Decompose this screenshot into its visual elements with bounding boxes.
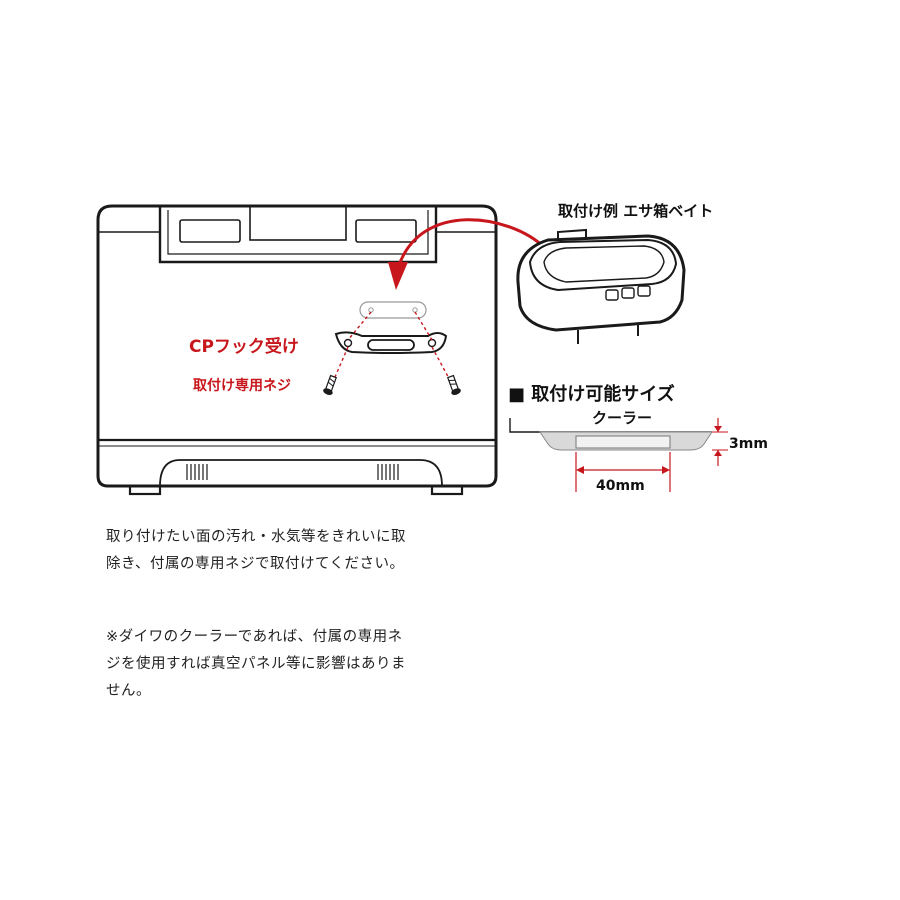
cooler-label: クーラー (592, 409, 653, 427)
caution-paragraph: ※ダイワのクーラーであれば、付属の専用ネジを使用すれば真空パネル等に影響はありま… (106, 629, 406, 699)
bait-box-illustration (516, 228, 686, 344)
dedicated-screw-label: 取付け専用ネジ (193, 378, 291, 394)
size-heading: ■ 取付け可能サイズ (508, 380, 675, 406)
heading-bullet: ■ (508, 384, 526, 405)
cp-hook-bracket (334, 331, 448, 354)
screw-left (323, 374, 338, 395)
mounting-position-outline (359, 301, 427, 319)
attach-arrow (388, 218, 547, 290)
thickness-label: 3mm (729, 436, 768, 452)
instruction-paragraph: 取り付けたい面の汚れ・水気等をきれいに取除き、付属の専用ネジで取付けてください。 (106, 529, 406, 572)
size-heading-text: 取付け可能サイズ (531, 384, 675, 405)
width-label: 40mm (596, 478, 645, 494)
example-label: 取付け例 エサ箱ベイト (558, 202, 714, 220)
cooler-box-illustration (96, 204, 498, 496)
cp-hook-label: CPフック受け (189, 337, 299, 357)
screw-guide-lines (331, 311, 453, 385)
screw-right (446, 374, 461, 395)
size-spec-drawing (509, 418, 728, 492)
